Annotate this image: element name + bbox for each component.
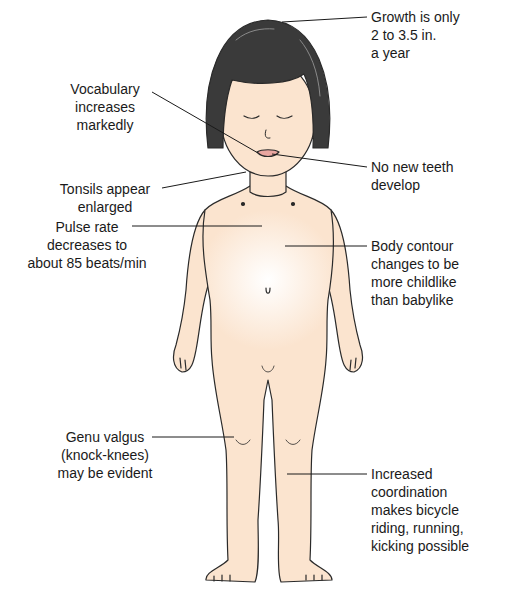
callout-label: Tonsils appear enlarged (40, 180, 170, 216)
callout-label: Pulse rate decreases to about 85 beats/m… (8, 218, 166, 272)
body (203, 186, 334, 582)
callout-label: Genu valgus (knock-knees) may be evident (30, 428, 180, 482)
leader-line (272, 154, 367, 167)
leader-line (152, 92, 258, 153)
leader-line (287, 474, 367, 475)
leader-line (282, 17, 367, 22)
callout-label: Body contour changes to be more childlik… (371, 237, 506, 309)
callout-label: No new teeth develop (371, 158, 506, 194)
callout-label: Increased coordination makes bicycle rid… (371, 465, 506, 555)
hair (206, 20, 329, 148)
leader-line (152, 437, 234, 438)
leader-line (285, 246, 367, 247)
leader-line (132, 226, 262, 227)
callout-label: Growth is only 2 to 3.5 in. a year (371, 8, 506, 62)
leader-line (162, 172, 246, 188)
callout-label: Vocabulary increases markedly (45, 80, 165, 134)
